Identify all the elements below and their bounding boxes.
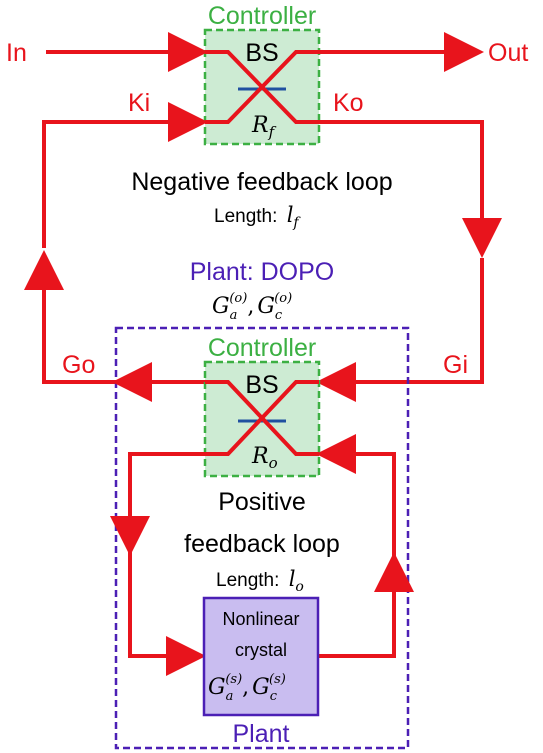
positive-loop-length: Length: lo <box>216 567 304 595</box>
crystal-box <box>202 596 320 717</box>
crystal-line2: crystal <box>235 640 287 660</box>
inner-reflectivity: Ro <box>251 444 278 472</box>
negative-loop-title: Negative feedback loop <box>131 168 392 196</box>
ki-beam <box>42 102 208 248</box>
top-bs-path-ki <box>205 50 319 124</box>
positive-loop-right-into-controller <box>316 434 396 560</box>
ki-port-label: Ki <box>128 89 150 117</box>
inner-bs-label: BS <box>245 371 278 399</box>
positive-loop-title-line1: Positive <box>218 488 306 516</box>
positive-loop-left-down <box>110 452 205 556</box>
output-port-label: Out <box>488 39 528 67</box>
top-controller-title: Controller <box>208 2 316 30</box>
inner-controller-title: Controller <box>208 334 316 362</box>
crystal-plant-label: Plant <box>233 720 290 748</box>
gi-beam <box>316 258 484 402</box>
positive-loop-right-up <box>318 552 414 658</box>
ko-port-label: Ko <box>333 89 364 117</box>
ko-beam <box>319 120 502 258</box>
negative-loop-length: Length: lf <box>214 203 301 231</box>
positive-loop-left-into-crystal <box>128 548 206 676</box>
crystal-line1: Nonlinear <box>222 609 299 629</box>
positive-loop-title-line2: feedback loop <box>184 530 340 558</box>
crystal-gains: Ga(s),Gc(s) <box>208 672 286 704</box>
gi-port-label: Gi <box>443 351 468 379</box>
input-port-label: In <box>6 39 27 67</box>
inner-bs-path-b <box>205 380 319 456</box>
go-port-label: Go <box>62 351 95 379</box>
top-bs-label: BS <box>245 39 278 67</box>
dopo-gains: Ga(o),Gc(o) <box>212 291 292 323</box>
top-reflectivity: Rf <box>251 113 277 141</box>
dopo-title: Plant: DOPO <box>190 258 335 286</box>
